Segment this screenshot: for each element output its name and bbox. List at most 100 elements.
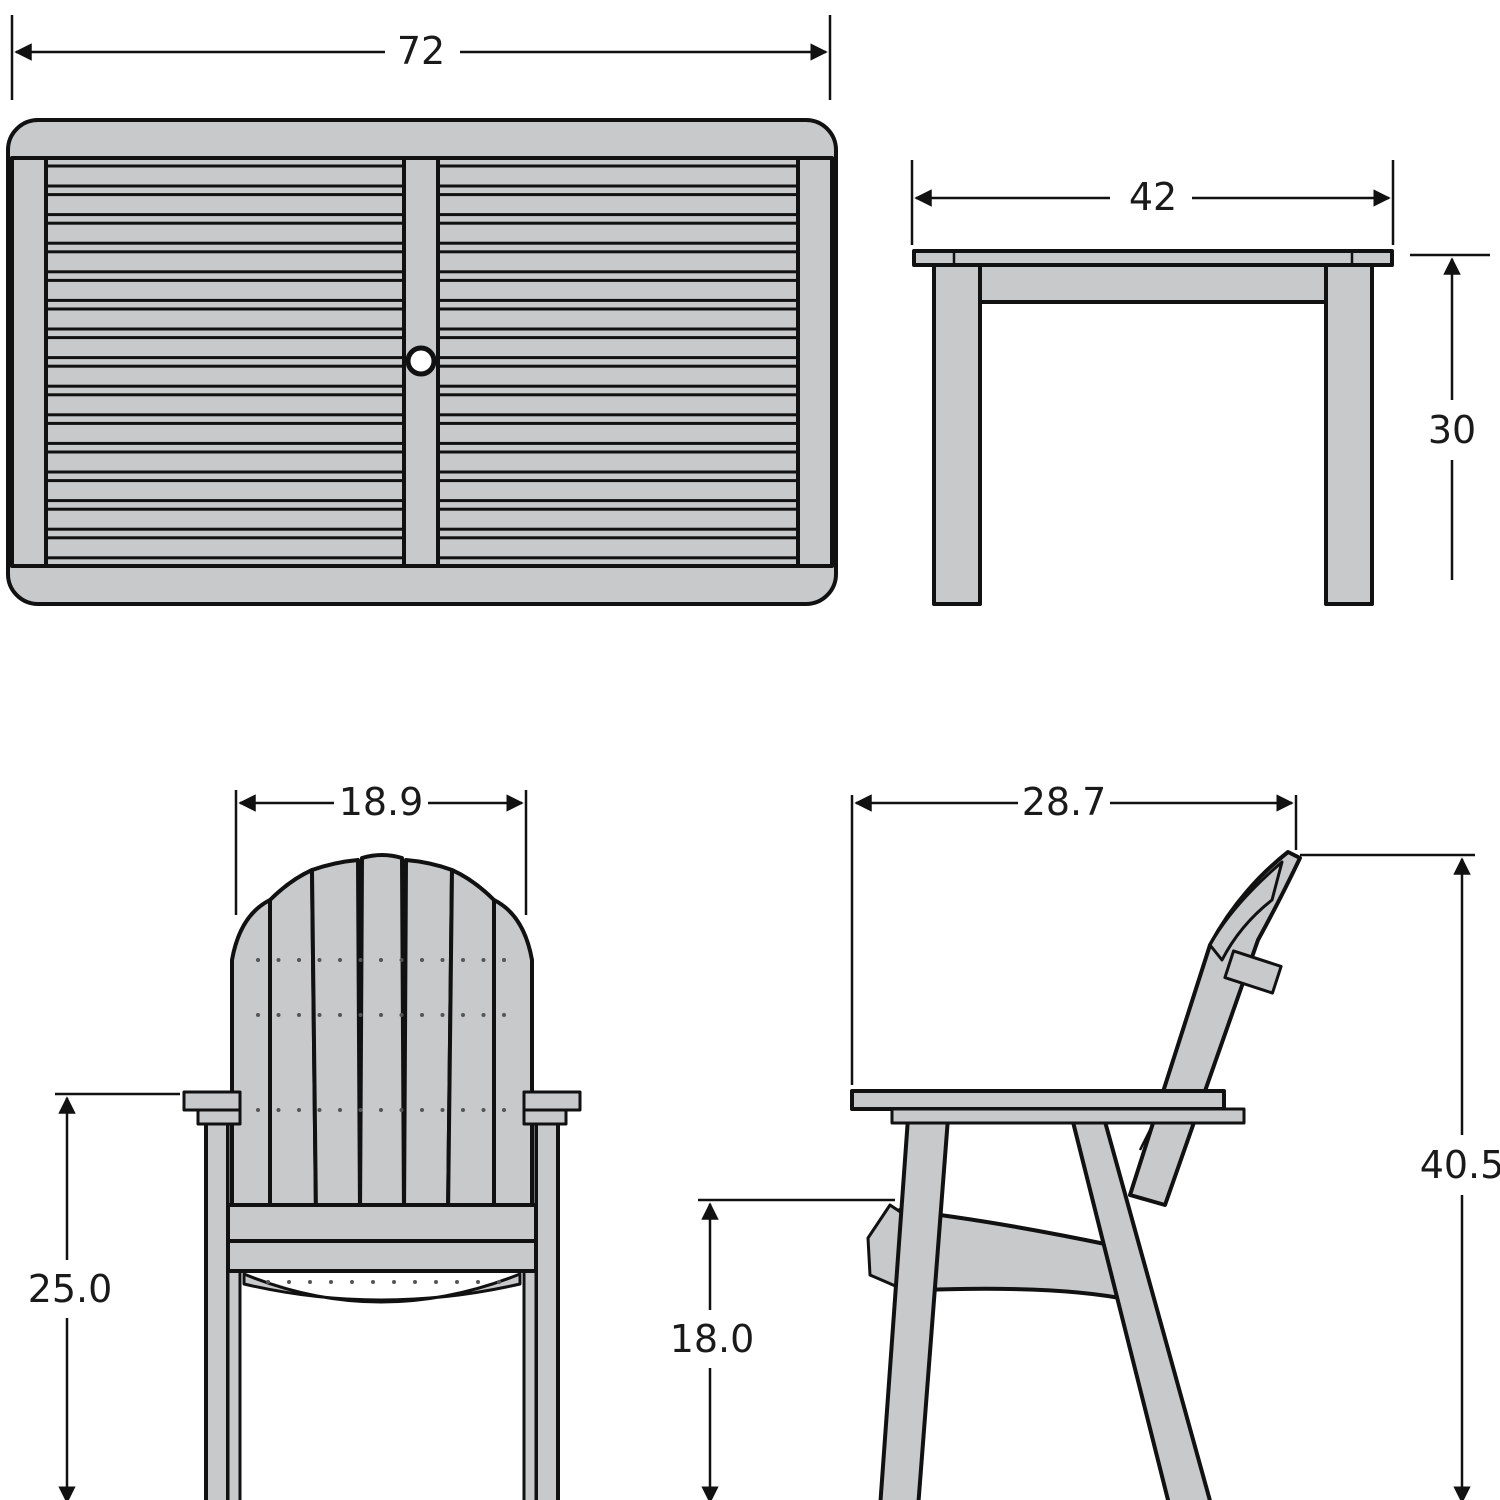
- chair-back-slat: [446, 868, 496, 1217]
- chair-arm-bracket-left: [196, 1108, 242, 1126]
- table-slat: [44, 364, 406, 388]
- umbrella-hole-icon: [405, 345, 437, 377]
- table-top-edge: [912, 249, 1394, 267]
- chair-front-leg-right: [534, 1106, 560, 1500]
- table-slat: [436, 479, 800, 503]
- chair-back-screws: [256, 958, 506, 1112]
- screw-dot: [461, 1108, 465, 1112]
- screw-dot: [420, 1013, 424, 1017]
- table-slat: [436, 336, 800, 360]
- table-slat: [436, 364, 800, 388]
- screw-dot: [379, 1108, 383, 1112]
- table-slat: [44, 278, 406, 302]
- screw-dot: [256, 1013, 260, 1017]
- table-slat: [44, 250, 406, 274]
- chair-width-label: 18.9: [339, 780, 424, 824]
- screw-dot: [379, 958, 383, 962]
- table-leg-right: [1324, 260, 1374, 606]
- chair-back-bracket: [1223, 949, 1283, 995]
- table-slat: [44, 393, 406, 417]
- chair-arm-bracket-right: [522, 1108, 568, 1126]
- chair-side-arm: [850, 1089, 1226, 1111]
- table-slat: [44, 221, 406, 245]
- table-slat: [44, 307, 406, 331]
- chair-back-slat: [310, 858, 362, 1217]
- table-slat: [44, 507, 406, 531]
- screw-dot: [329, 1280, 333, 1284]
- chair-front-view: 18.9 25.0: [28, 780, 582, 1500]
- chair-back-slat: [268, 868, 318, 1217]
- screw-dot: [276, 958, 281, 962]
- screw-dot: [287, 1280, 291, 1284]
- screw-dot: [350, 1280, 354, 1284]
- screw-dot: [297, 1108, 301, 1112]
- screw-dot: [399, 1013, 404, 1017]
- screw-dot: [502, 1108, 506, 1112]
- table-end-rail-right: [796, 156, 834, 568]
- chair-side-view: 28.7 40.5 18.0: [670, 780, 1500, 1500]
- screw-dot: [481, 958, 486, 962]
- screw-dot: [297, 958, 301, 962]
- chair-back-slat: [230, 898, 272, 1217]
- screw-dot: [266, 1280, 270, 1284]
- screw-dot: [434, 1280, 438, 1284]
- screw-dot: [497, 1280, 501, 1284]
- table-slat: [44, 536, 406, 560]
- screw-dot: [256, 1108, 260, 1112]
- table-slat: [436, 250, 800, 274]
- screw-dot: [440, 1013, 445, 1017]
- chair-backrest-side: [1128, 850, 1302, 1207]
- table-slat: [436, 221, 800, 245]
- table-height-label: 30: [1428, 408, 1476, 452]
- chair-seat-height-label: 18.0: [670, 1317, 755, 1361]
- chair-back-slat: [358, 853, 406, 1217]
- screw-dot: [502, 958, 506, 962]
- screw-dot: [481, 1013, 486, 1017]
- screw-dot: [399, 958, 404, 962]
- table-slat: [44, 164, 406, 188]
- screw-dot: [358, 1013, 363, 1017]
- screw-dot: [338, 1108, 342, 1112]
- screw-dot: [461, 958, 465, 962]
- screw-dot: [256, 958, 260, 962]
- table-slat: [436, 193, 800, 217]
- screw-dot: [308, 1280, 312, 1284]
- screw-dot: [413, 1280, 417, 1284]
- table-side-view: 42 30: [910, 160, 1490, 606]
- table-slat: [436, 536, 800, 560]
- table-end-rail-left: [10, 156, 48, 568]
- chair-back-slat: [492, 898, 534, 1217]
- table-slat: [44, 421, 406, 445]
- table-slat: [44, 336, 406, 360]
- table-apron: [978, 262, 1328, 304]
- table-slat: [436, 307, 800, 331]
- chair-seat-curve: [242, 1272, 522, 1304]
- screw-dot: [481, 1108, 486, 1112]
- screw-dot: [276, 1108, 281, 1112]
- screw-dot: [440, 958, 445, 962]
- screw-dot: [476, 1280, 480, 1284]
- screw-dot: [440, 1108, 445, 1112]
- screw-dot: [455, 1280, 459, 1284]
- chair-height-label: 40.5: [1420, 1143, 1500, 1187]
- screw-dot: [420, 958, 424, 962]
- table-slat: [44, 193, 406, 217]
- chair-arm-left: [182, 1090, 242, 1112]
- chair-side-front-leg: [878, 1116, 950, 1500]
- table-top-view: 72: [6, 15, 838, 606]
- chair-arm-height-label: 25.0: [28, 1267, 113, 1311]
- table-slat: [436, 507, 800, 531]
- screw-dot: [502, 1013, 506, 1017]
- chair-front-leg-left: [204, 1106, 230, 1500]
- table-slat: [44, 450, 406, 474]
- screw-dot: [297, 1013, 301, 1017]
- chair-seat-screws: [266, 1280, 501, 1284]
- table-slat: [44, 479, 406, 503]
- chair-side-arm-support: [890, 1107, 1246, 1125]
- screw-dot: [317, 958, 322, 962]
- chair-seat-front: [226, 1203, 538, 1243]
- table-slats: [44, 164, 800, 560]
- screw-dot: [392, 1280, 396, 1284]
- table-slat: [436, 450, 800, 474]
